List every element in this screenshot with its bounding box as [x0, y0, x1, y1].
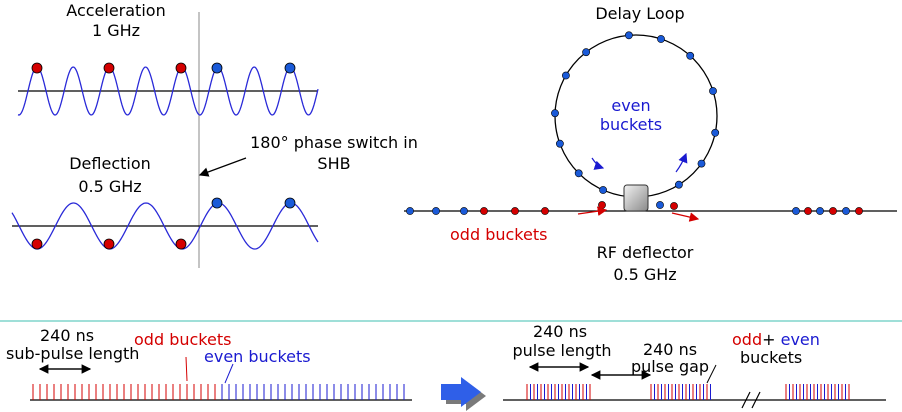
odd-bucket-dot [829, 207, 837, 215]
even-bucket-dot [284, 62, 296, 74]
delay-loop-title: Delay Loop [595, 4, 685, 23]
phase-switch-label: 180° phase switch in [250, 133, 418, 152]
loop-bucket-dot [625, 31, 633, 40]
loop-bucket-dot [599, 186, 607, 194]
even-buckets-label: even [611, 96, 651, 115]
even-bucket-dot [211, 62, 223, 74]
loop-bucket-dot [582, 48, 590, 57]
odd-bucket-dot [541, 207, 549, 215]
even-bucket-dot [406, 207, 414, 215]
loop-bucket-dot [675, 180, 683, 189]
acceleration-frequency: 1 GHz [91, 21, 141, 40]
even-bucket-dot [284, 197, 296, 209]
odd-entry-arrow [577, 206, 608, 216]
loop-dots [551, 31, 720, 194]
loop-bucket-dot [709, 87, 717, 95]
even-bucket-dot [432, 207, 440, 215]
loop-bucket-dot [551, 109, 559, 118]
odd-bucket-dot [670, 202, 678, 210]
loop-bucket-dot [562, 71, 570, 80]
phase-switch-arrow [198, 157, 247, 177]
even-bucket-dot [792, 207, 800, 215]
axis-break-mark [751, 391, 761, 409]
odd-bucket-dot [175, 62, 187, 74]
combined-buckets-label-2: buckets [740, 348, 803, 367]
phase-switch-label-2: SHB [317, 154, 351, 173]
odd-buckets-label: odd buckets [450, 225, 548, 244]
even-bucket-dot [842, 207, 850, 215]
rf-deflector-label: RF deflector [596, 243, 694, 262]
rf-deflector-box [623, 184, 649, 212]
loop-bucket-dot [711, 128, 720, 137]
even-buckets-timeline-label: even buckets [204, 347, 311, 366]
odd-bucket-dot [480, 207, 488, 215]
odd-pointer [185, 356, 188, 382]
deflection-wave [11, 202, 319, 250]
sub-pulse-length-label: sub-pulse length [6, 344, 140, 363]
pulse-train-left [32, 384, 405, 400]
even-loop-arrow-right [675, 152, 688, 173]
pulse-gap-label: pulse gap [630, 357, 710, 376]
loop-bucket-dot [574, 169, 583, 178]
acceleration-title: Acceleration [66, 1, 166, 20]
even-bucket-dot [816, 207, 824, 215]
gap-duration: 240 ns [642, 340, 698, 359]
even-bucket-dot [460, 207, 468, 215]
even-buckets-label-2: buckets [599, 115, 663, 134]
odd-bucket-dot [855, 207, 863, 215]
combined-even-label: even [780, 330, 820, 349]
pulse-train-right [526, 384, 850, 400]
loop-bucket-dot [697, 159, 706, 168]
odd-bucket-dot [511, 207, 519, 215]
odd-bucket-dot [103, 62, 115, 74]
combined-odd-label: odd [732, 330, 763, 349]
sub-pulse-duration: 240 ns [40, 326, 95, 345]
loop-bucket-dot [686, 51, 695, 60]
acceleration-wave [17, 66, 319, 116]
odd-bucket-dot [598, 201, 606, 209]
odd-bucket-dot [31, 62, 43, 74]
rf-deflector-frequency: 0.5 GHz [613, 265, 677, 284]
odd-exit-arrow [671, 212, 700, 222]
even-pointer [224, 363, 234, 384]
combined-pointer [706, 364, 717, 384]
deflection-frequency: 0.5 GHz [78, 177, 142, 196]
axis-break-mark [741, 391, 751, 409]
combined-plus: + [762, 330, 776, 349]
odd-bucket-dot [175, 238, 187, 250]
deflection-title: Deflection [69, 154, 151, 173]
transition-arrow [441, 377, 481, 407]
odd-bucket-dot [804, 207, 812, 215]
even-loop-arrow-left [591, 157, 605, 170]
combined-buckets-label: odd+ even [732, 331, 820, 349]
loop-bucket-dot [657, 35, 665, 43]
odd-bucket-dot [103, 238, 115, 250]
pulse-duration: 240 ns [532, 322, 588, 341]
odd-bucket-dot [31, 238, 43, 250]
loop-bucket-dot [556, 139, 564, 148]
even-bucket-dot [211, 197, 223, 209]
even-bucket-dot [656, 201, 664, 209]
odd-buckets-timeline-label: odd buckets [134, 330, 232, 349]
pulse-length-label: pulse length [512, 341, 612, 360]
